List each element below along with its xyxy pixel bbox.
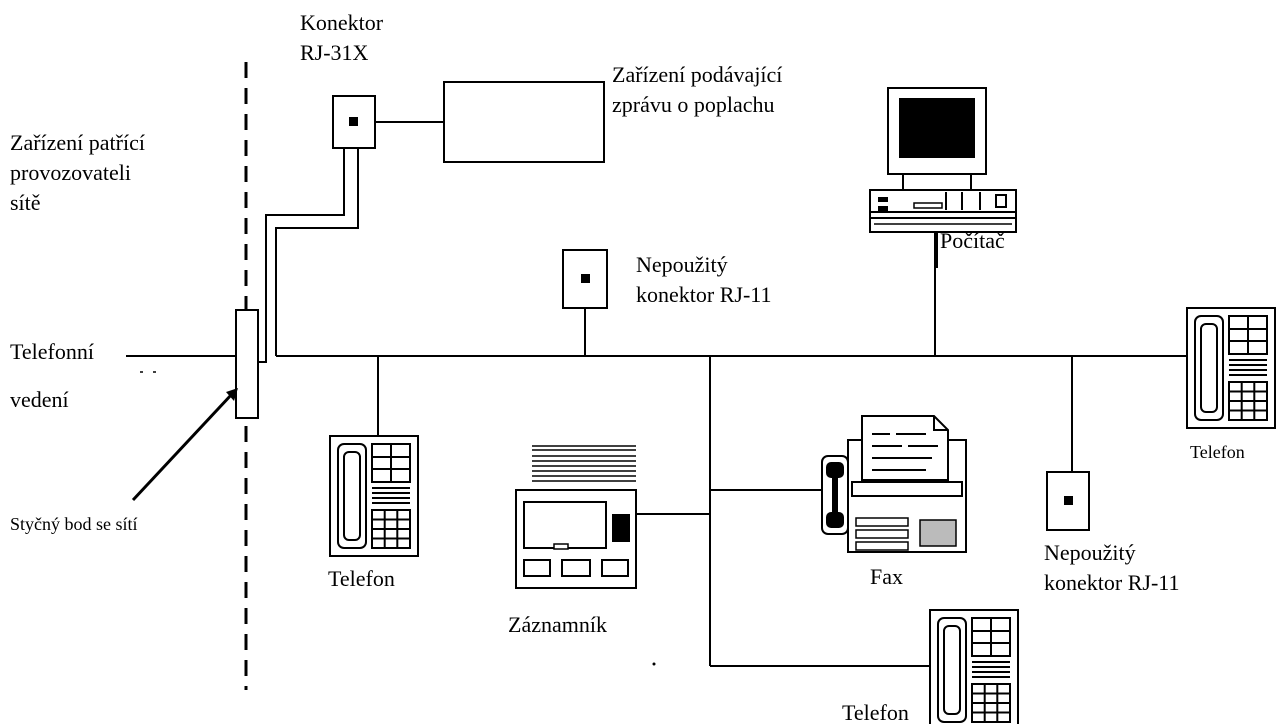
unused-rj11-bottom-label: Nepoužitý konektor RJ-11 xyxy=(1044,540,1180,595)
unused-rj11-top-label: Nepoužitý konektor RJ-11 xyxy=(636,252,772,307)
phone-line-label: Telefonní vedení xyxy=(10,339,94,412)
telephone-left-icon xyxy=(329,435,419,557)
operator-equipment-label: Zařízení patřící provozovateli sítě xyxy=(10,130,145,215)
alarm-device-icon xyxy=(443,81,605,163)
rj31x-wiring-outer xyxy=(258,148,345,363)
telephone-bottom-icon xyxy=(929,609,1019,724)
telephone-right-icon xyxy=(1186,307,1276,429)
fax-label: Fax xyxy=(870,564,903,589)
telephone-right-label: Telefon xyxy=(1190,442,1245,462)
answering-machine-label: Záznamník xyxy=(508,612,607,637)
alarm-device-label: Zařízení podávající zprávu o poplachu xyxy=(612,62,783,117)
network-interface-box xyxy=(235,309,259,419)
fax-icon xyxy=(821,415,967,553)
interface-pointer-arrow xyxy=(131,392,234,502)
rj31x-wiring-inner xyxy=(275,148,359,356)
interface-point-label: Styčný bod se sítí xyxy=(10,514,138,534)
computer-label: Počítač xyxy=(940,228,1005,253)
telephone-bottom-label: Telefon xyxy=(842,700,909,724)
telephone-left-label: Telefon xyxy=(328,566,395,591)
computer-icon xyxy=(869,87,1017,268)
rj31x-connector-label: Konektor RJ-31X xyxy=(300,10,384,65)
rj11-jack-bottom-icon xyxy=(1046,471,1090,531)
answering-machine-icon xyxy=(515,445,637,589)
